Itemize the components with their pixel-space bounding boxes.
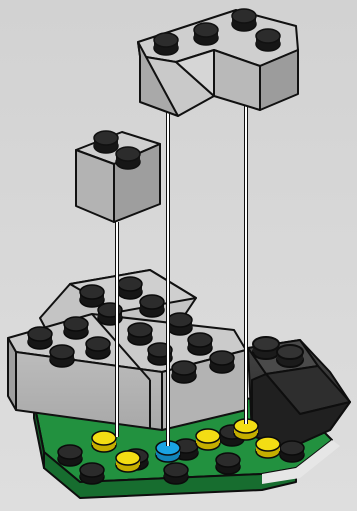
highlight-stud-yellow <box>92 431 116 452</box>
highlight-stud-yellow <box>196 429 220 450</box>
highlight-stud-yellow <box>256 437 280 458</box>
brick-1x2-light-gray <box>76 131 160 222</box>
highlight-stud-yellow <box>116 451 140 472</box>
